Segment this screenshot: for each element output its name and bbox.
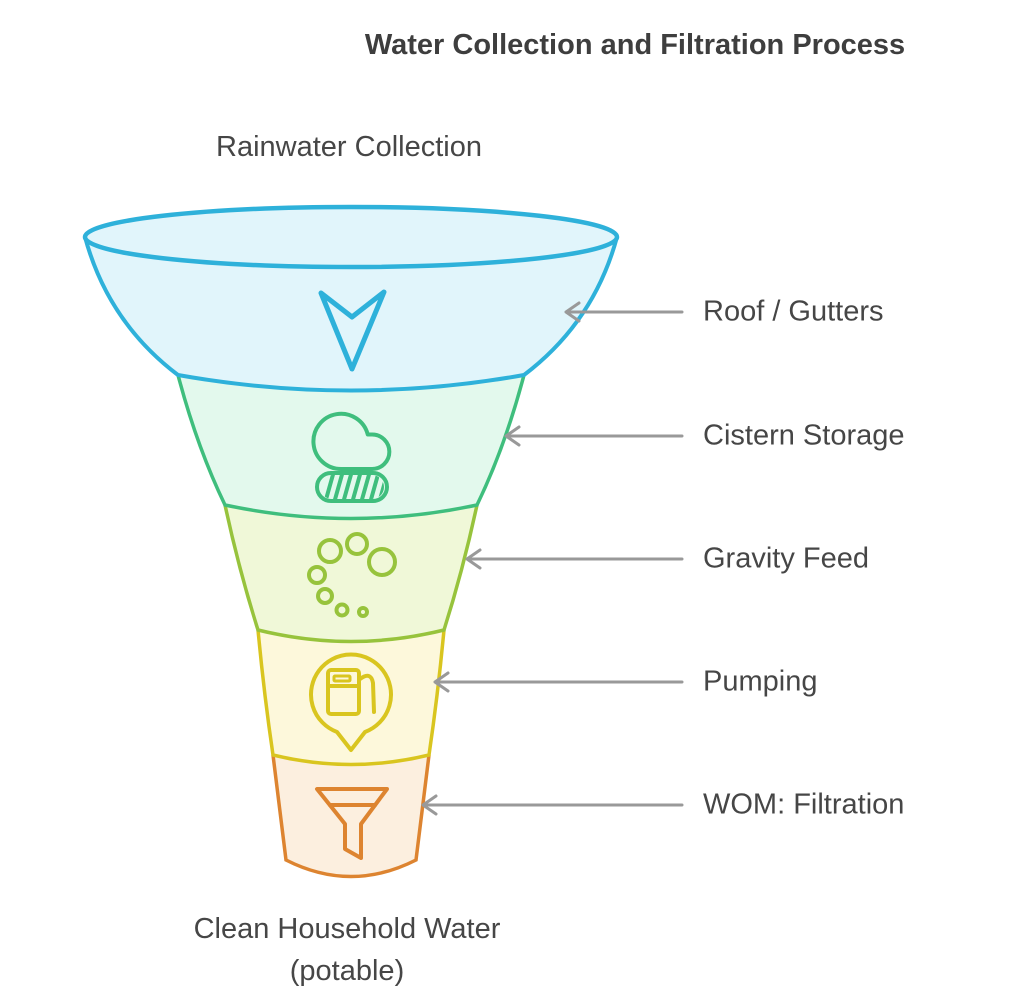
funnel-stage-4-shape (258, 630, 444, 765)
stage-2-arrow (504, 425, 684, 447)
stage-label-roof-gutters: Roof / Gutters (703, 295, 884, 328)
rain-cloud-icon (311, 411, 392, 503)
funnel-input-label: Rainwater Collection (216, 131, 482, 163)
stage-label-gravity-feed: Gravity Feed (703, 542, 869, 575)
stage-label-pumping: Pumping (703, 665, 818, 698)
funnel-output-line-1: Clean Household Water (193, 913, 501, 945)
spinner-dots-icon (307, 532, 397, 618)
funnel-stage-4-outline (256, 629, 446, 767)
stage-label-wom-filtration: WOM: Filtration (703, 788, 905, 821)
funnel-output-line-2: (potable) (289, 955, 405, 987)
filter-funnel-icon (315, 787, 389, 860)
fuel-pump-pin-icon (309, 652, 393, 752)
stage-5-arrow (421, 794, 684, 816)
funnel-top-rim (82, 204, 620, 270)
arrow-down-icon (318, 289, 387, 372)
funnel-stage-3-outline (223, 504, 479, 644)
funnel-stage-3-shape (225, 505, 477, 642)
funnel-stage-2-outline (176, 374, 526, 521)
funnel-stage-5-shape (273, 755, 429, 877)
funnel-stage-2-shape (178, 375, 524, 519)
funnel-stage-5-outline (271, 754, 431, 879)
stage-label-cistern-storage: Cistern Storage (703, 419, 905, 452)
stage-3-arrow (465, 548, 684, 570)
funnel-output-label: Clean Household Water (potable) (194, 908, 501, 992)
funnel-stage-1-outline (83, 236, 619, 393)
page-title: Water Collection and Filtration Process (364, 29, 906, 61)
stage-4-arrow (433, 671, 684, 693)
stage-1-arrow (564, 301, 684, 323)
